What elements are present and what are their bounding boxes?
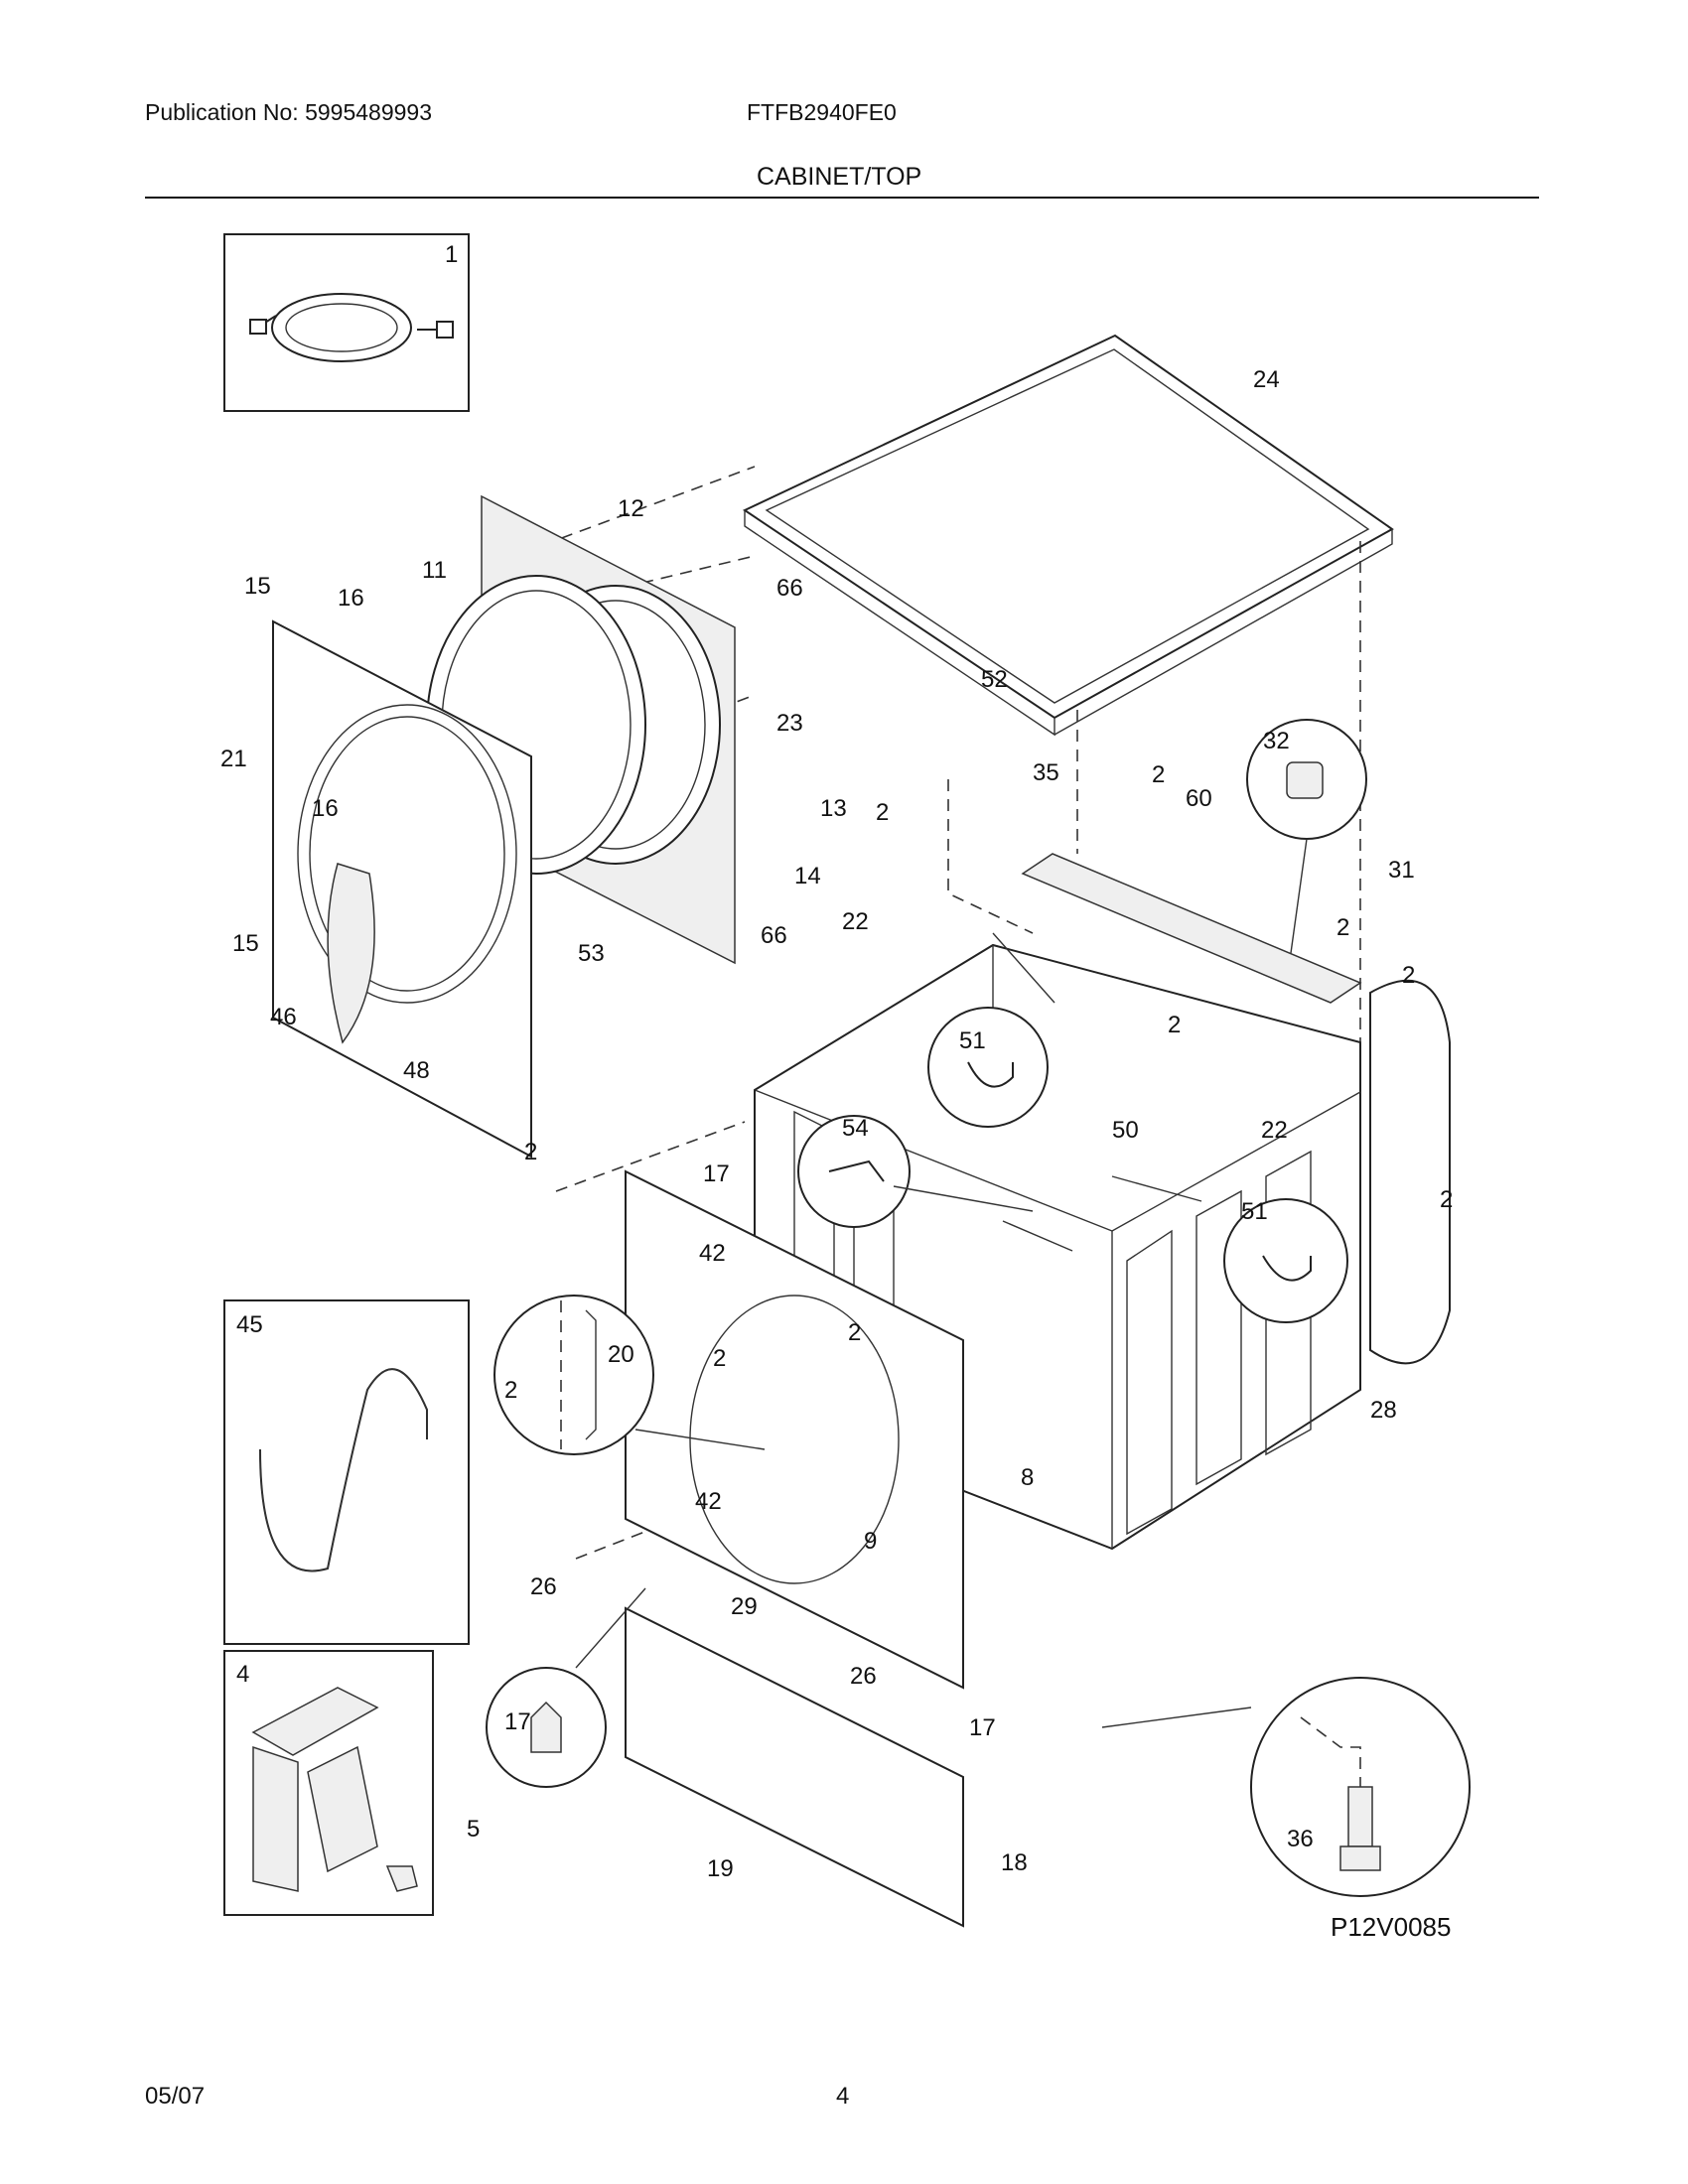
- callout-1: 1: [445, 241, 458, 268]
- footer-date: 05/07: [145, 2083, 206, 2110]
- callout-53: 53: [578, 940, 605, 967]
- callout-54: 54: [842, 1115, 869, 1142]
- callout-50: 50: [1112, 1117, 1139, 1144]
- callout-2c: 2: [876, 799, 889, 826]
- callout-19: 19: [707, 1855, 734, 1882]
- callout-15a: 15: [244, 573, 271, 600]
- model-number: FTFB2940FE0: [747, 99, 897, 125]
- callout-2j: 2: [504, 1377, 517, 1404]
- detail-circle-17: [486, 1667, 607, 1788]
- callout-8: 8: [1021, 1464, 1034, 1491]
- callout-22a: 22: [842, 908, 869, 935]
- detail-circle-54: [797, 1115, 911, 1228]
- callout-14: 14: [794, 863, 821, 889]
- callout-42a: 42: [699, 1240, 726, 1267]
- callout-28: 28: [1370, 1397, 1397, 1424]
- callout-48: 48: [403, 1057, 430, 1084]
- callout-22b: 22: [1261, 1117, 1288, 1144]
- callout-2h: 2: [713, 1345, 726, 1372]
- callout-11: 11: [422, 557, 447, 584]
- callout-66a: 66: [776, 575, 803, 602]
- callout-15b: 15: [232, 930, 259, 957]
- detail-circle-20: [493, 1295, 654, 1455]
- callout-2g: 2: [524, 1139, 537, 1165]
- callout-2a: 2: [1152, 761, 1165, 788]
- header-rule: [145, 197, 1539, 199]
- section-title: CABINET/TOP: [757, 163, 922, 191]
- inset-bracket-assembly: [223, 1650, 434, 1916]
- inset-inlet-hose: [223, 233, 470, 412]
- callout-35: 35: [1033, 759, 1059, 786]
- callout-42b: 42: [695, 1488, 722, 1515]
- control-rail: [1021, 853, 1362, 1004]
- callout-17a: 17: [703, 1160, 730, 1187]
- callout-23: 23: [776, 710, 803, 737]
- callout-24: 24: [1253, 366, 1280, 393]
- detail-circle-51-right: [1223, 1198, 1348, 1323]
- callout-16a: 16: [338, 585, 364, 612]
- callout-60: 60: [1186, 785, 1212, 812]
- right-side-panel: [1369, 979, 1451, 1365]
- callout-2b: 2: [1336, 914, 1349, 941]
- callout-36: 36: [1287, 1826, 1314, 1852]
- callout-2e: 2: [1168, 1012, 1181, 1038]
- callout-26a: 26: [530, 1573, 557, 1600]
- callout-17c: 17: [969, 1714, 996, 1741]
- detail-circle-36: [1250, 1677, 1471, 1897]
- publication-number: Publication No: 5995489993: [145, 99, 433, 125]
- callout-17b: 17: [504, 1708, 531, 1735]
- callout-2f: 2: [1440, 1186, 1453, 1213]
- callout-52: 52: [981, 666, 1008, 693]
- callout-2d: 2: [1402, 962, 1415, 989]
- callout-66b: 66: [761, 922, 787, 949]
- callout-20: 20: [608, 1341, 634, 1368]
- front-panel: [272, 619, 532, 1159]
- detail-circle-51-left: [927, 1007, 1049, 1128]
- callout-32: 32: [1263, 728, 1290, 754]
- callout-5: 5: [467, 1816, 480, 1843]
- callout-31: 31: [1388, 857, 1415, 884]
- callout-4: 4: [236, 1661, 249, 1688]
- callout-13: 13: [820, 795, 847, 822]
- callout-26b: 26: [850, 1663, 877, 1690]
- inset-drain-hose: [223, 1299, 470, 1645]
- callout-51a: 51: [959, 1027, 986, 1054]
- callout-29: 29: [731, 1593, 758, 1620]
- callout-45: 45: [236, 1311, 263, 1338]
- callout-46: 46: [270, 1004, 297, 1030]
- callout-12: 12: [618, 495, 644, 522]
- callout-51b: 51: [1241, 1198, 1268, 1225]
- callout-16b: 16: [312, 795, 339, 822]
- footer-page-number: 4: [836, 2083, 850, 2110]
- kick-panel: [625, 1606, 964, 1928]
- callout-2i: 2: [848, 1319, 861, 1346]
- callout-labels: 1 24 12 15 16 11 66 23 13 14 66 21 16 15…: [220, 241, 1453, 1942]
- callout-21: 21: [220, 746, 247, 772]
- callout-9: 9: [864, 1528, 877, 1555]
- reference-code: P12V0085: [1331, 1912, 1451, 1942]
- top-panel: [742, 334, 1394, 737]
- callout-18: 18: [1001, 1849, 1028, 1876]
